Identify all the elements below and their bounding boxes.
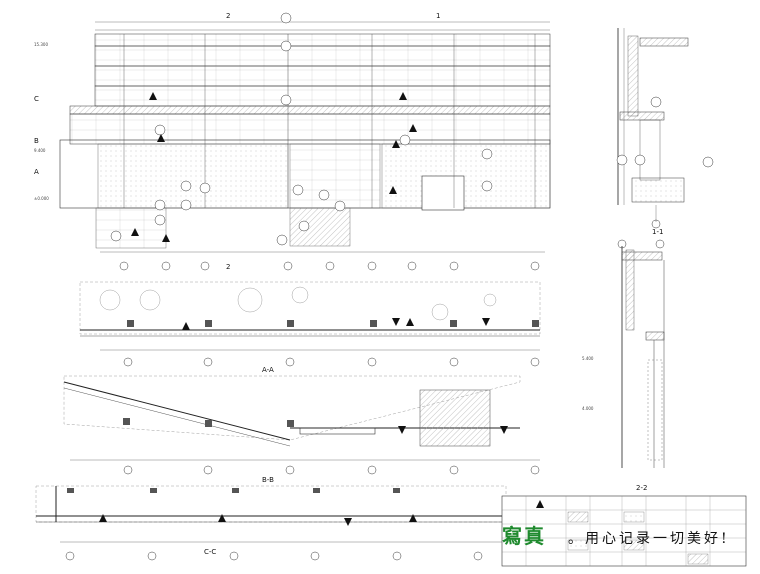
main-elevation	[59, 12, 551, 271]
section-title-a-a: A-A	[262, 366, 274, 374]
section-b-b	[63, 375, 540, 475]
elevation-top: 15.300	[34, 42, 48, 47]
section-a-a	[79, 281, 541, 367]
grid-marker-2-bottom: 2	[226, 263, 231, 271]
level-tag-c-left: C	[34, 95, 39, 103]
legend-table	[501, 495, 747, 567]
detail-1-1	[616, 28, 714, 229]
elevation-detail-mid: 5.400	[582, 356, 594, 361]
grid-marker-1-top: 1	[436, 12, 441, 20]
detail-2-2	[617, 239, 665, 468]
elevation-ground: ±0.000	[34, 196, 49, 201]
section-title-2-2: 2-2	[636, 484, 648, 492]
level-tag-b-left: B	[34, 137, 39, 145]
watermark-brand: 寫真	[502, 524, 546, 548]
section-title-c-c: C-C	[204, 548, 217, 556]
grid-marker-2-top: 2	[226, 12, 231, 20]
section-c-c	[35, 485, 507, 561]
section-title-1-1: 1-1	[652, 228, 664, 236]
elevation-detail-low: 4.000	[582, 406, 594, 411]
section-title-b-b: B-B	[262, 476, 274, 484]
watermark-slogan: 。用心记录一切美好!	[568, 531, 730, 547]
elevation-mid: 9.400	[34, 148, 46, 153]
level-tag-a-left: A	[34, 168, 39, 176]
